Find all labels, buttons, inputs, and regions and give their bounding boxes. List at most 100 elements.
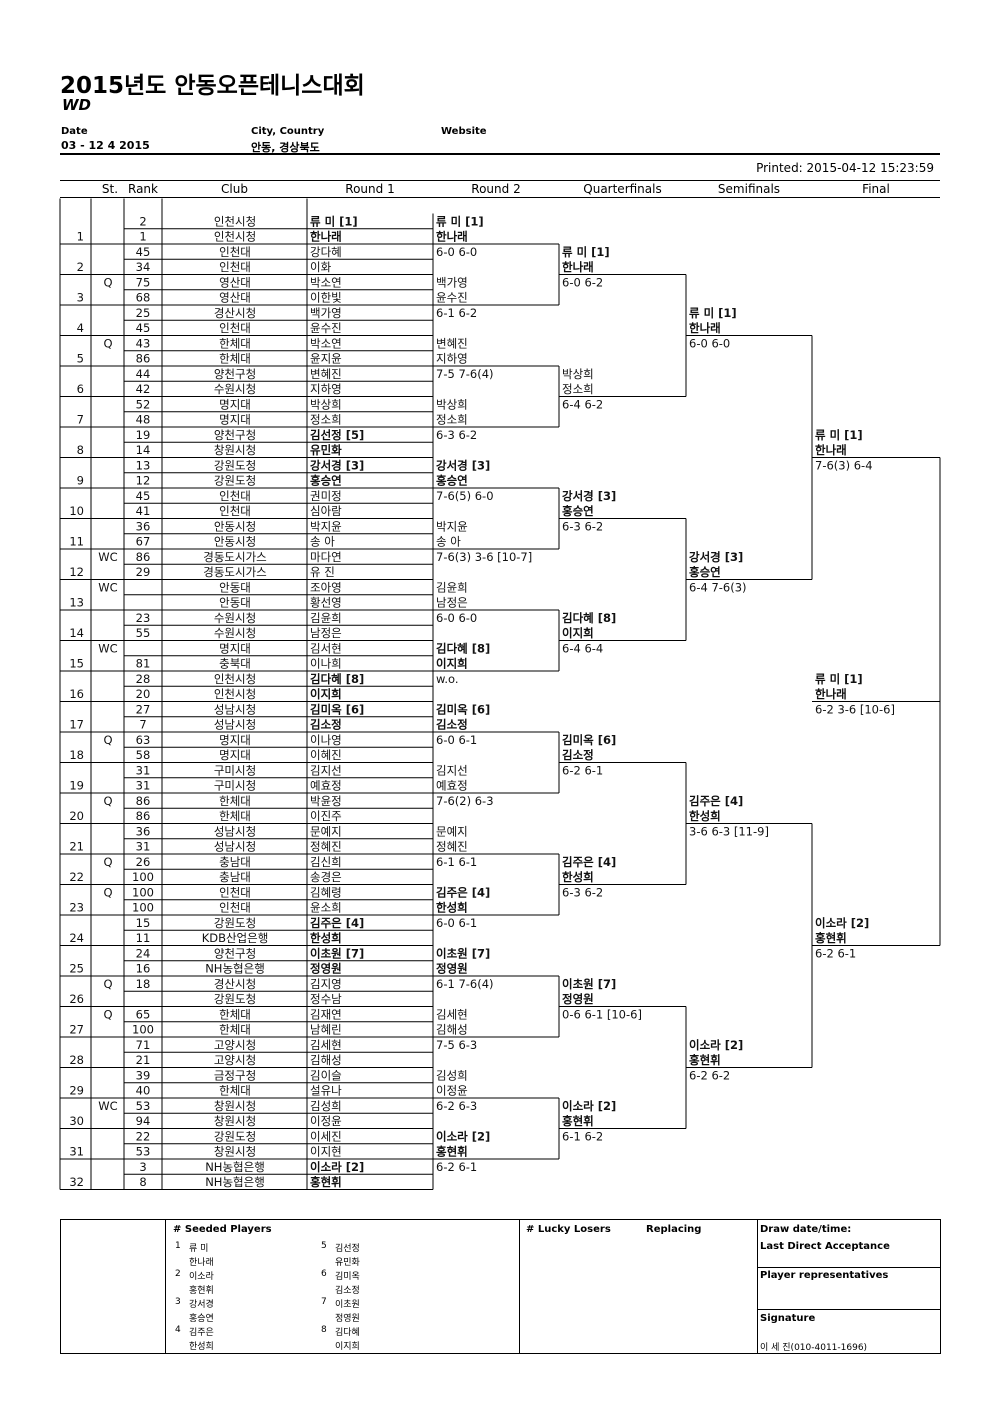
player-rank: 53	[136, 1099, 151, 1113]
advancing-partner: 홍현휘	[815, 931, 847, 945]
player-club: 명지대	[219, 397, 251, 411]
entry-status: WC	[98, 641, 117, 655]
draw-position: 3	[77, 291, 84, 305]
player-rank: 3	[139, 1160, 146, 1174]
player-representatives-label: Player representatives	[760, 1270, 889, 1281]
signature-label: Signature	[760, 1313, 816, 1324]
player-rank: 2	[139, 214, 146, 228]
player-rank: 41	[136, 504, 151, 518]
player-rank: 45	[136, 489, 151, 503]
player-club: 창원시청	[214, 1114, 256, 1128]
player-name: 김성희	[310, 1099, 342, 1113]
player-name: 유민화	[310, 443, 342, 457]
player-club: 성남시청	[214, 702, 256, 716]
entry-status: Q	[103, 275, 112, 289]
player-name: 김서현	[310, 641, 342, 655]
player-club: 한체대	[219, 336, 251, 350]
advancing-player: 김다혜 [8]	[436, 641, 490, 655]
player-club: 창원시청	[214, 1145, 256, 1159]
advancing-partner: 김해성	[436, 1023, 468, 1037]
advancing-player: 문예지	[436, 824, 468, 838]
player-club: 인천대	[219, 321, 251, 335]
replacing-title: Replacing	[646, 1224, 702, 1235]
footer-divider	[757, 1220, 758, 1353]
seed-partner: 홍현휘	[189, 1286, 214, 1296]
advancing-player: 김미옥 [6]	[562, 733, 616, 747]
player-club: 인천시청	[214, 230, 256, 244]
match-score: 7-6(3) 3-6 [10-7]	[436, 550, 532, 564]
match-score: 6-3 6-2	[436, 428, 477, 442]
player-rank: 52	[136, 397, 151, 411]
player-club: 금정구청	[214, 1068, 256, 1082]
player-rank: 75	[136, 275, 151, 289]
advancing-player: 강서경 [3]	[689, 550, 743, 564]
seed-number: 8	[321, 1325, 327, 1335]
draw-position: 15	[69, 657, 84, 671]
draw-position: 18	[69, 748, 84, 762]
draw-position: 32	[69, 1175, 84, 1189]
player-name: 박지윤	[310, 519, 342, 533]
seed-player: 이초원	[335, 1300, 360, 1310]
player-name: 김신희	[310, 855, 342, 869]
player-club: 수원시청	[214, 611, 256, 625]
draw-position: 5	[77, 352, 84, 366]
footer-divider	[519, 1220, 520, 1353]
seed-number: 2	[175, 1269, 181, 1279]
player-name: 조아영	[310, 580, 342, 594]
player-club: 충북대	[219, 657, 251, 671]
player-rank: 55	[136, 626, 151, 640]
player-name: 김혜령	[310, 885, 342, 899]
advancing-partner: 한나래	[815, 687, 847, 701]
player-name: 황선영	[310, 596, 342, 610]
player-name: 정소희	[310, 413, 342, 427]
seed-number: 4	[175, 1325, 181, 1335]
player-name: 마다연	[310, 550, 342, 564]
player-name: 김소정	[310, 718, 342, 732]
player-club: 인천대	[219, 885, 251, 899]
entry-status: WC	[98, 580, 117, 594]
entry-status: Q	[103, 885, 112, 899]
player-rank: 19	[136, 428, 151, 442]
player-name: 이소라 [2]	[310, 1160, 364, 1174]
advancing-player: 류 미 [1]	[436, 214, 484, 228]
player-club: 인천시청	[214, 687, 256, 701]
draw-position: 17	[69, 718, 84, 732]
player-club: 경산시청	[214, 306, 256, 320]
advancing-partner: 홍현휘	[562, 1114, 594, 1128]
entry-status: Q	[103, 336, 112, 350]
page-title: 2015년도 안동오픈테니스대회	[60, 73, 365, 99]
advancing-player: 김미옥 [6]	[436, 702, 490, 716]
player-name: 백가영	[310, 306, 342, 320]
match-score: 6-2 6-1	[436, 1160, 477, 1174]
advancing-partner: 이정윤	[436, 1084, 468, 1098]
match-score: 6-2 6-2	[689, 1068, 730, 1082]
player-rank: 86	[136, 809, 151, 823]
draw-position: 14	[69, 626, 84, 640]
advancing-partner: 이지희	[436, 657, 468, 671]
player-club: 안동시청	[214, 535, 256, 549]
player-club: 영산대	[219, 291, 251, 305]
seed-partner: 정영원	[335, 1314, 360, 1324]
player-name: 이정윤	[310, 1114, 342, 1128]
draw-position: 11	[69, 535, 84, 549]
player-club: 인천대	[219, 504, 251, 518]
seed-player: 강서경	[189, 1300, 214, 1310]
player-name: 김선정 [5]	[310, 428, 364, 442]
player-club: NH농협은행	[205, 1175, 265, 1189]
advancing-partner: 지하영	[436, 352, 468, 366]
date-label: Date	[61, 126, 88, 137]
seed-number: 5	[321, 1241, 327, 1251]
player-club: 성남시청	[214, 718, 256, 732]
player-rank: 16	[136, 962, 151, 976]
advancing-player: 이소라 [2]	[436, 1129, 490, 1143]
player-club: 양천구청	[214, 428, 256, 442]
player-rank: 25	[136, 306, 151, 320]
draw-position: 27	[69, 1023, 84, 1037]
player-name: 김재연	[310, 1007, 342, 1021]
draw-position: 31	[69, 1145, 84, 1159]
player-name: 윤수진	[310, 321, 342, 335]
player-rank: 7	[139, 718, 146, 732]
website-label: Website	[441, 126, 487, 137]
player-name: 권미정	[310, 489, 342, 503]
player-rank: 8	[139, 1175, 146, 1189]
